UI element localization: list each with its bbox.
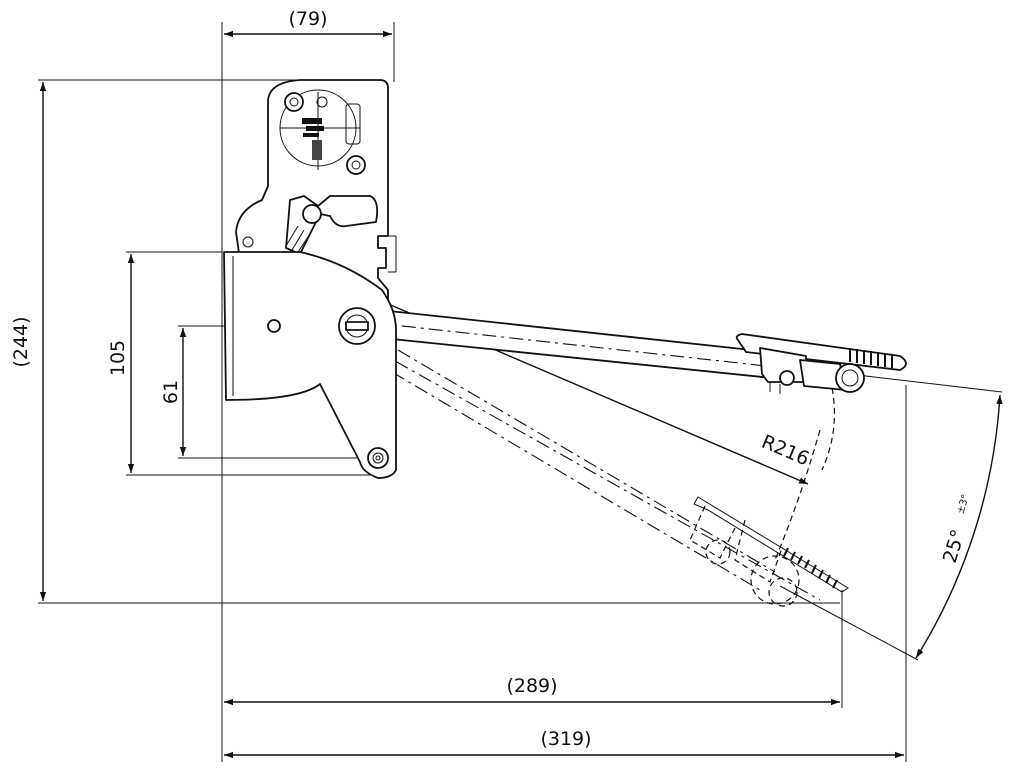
extension-lines — [38, 22, 907, 762]
label-plate — [302, 118, 324, 160]
dim-label-mount-height: 105 — [107, 340, 129, 376]
dim-label-top-width: (79) — [288, 8, 327, 30]
dim-label-overall-height: (244) — [10, 316, 32, 367]
dim-label-pivot-offset: 61 — [160, 380, 182, 404]
foot-pedal — [735, 333, 907, 394]
dim-label-overall-width: (319) — [540, 728, 591, 750]
mounting-bracket — [223, 79, 397, 479]
dim-label-angle-tolerance: ±3° — [955, 493, 971, 515]
dim-label-radius: R216 — [758, 431, 812, 471]
lowered-position-outline — [371, 347, 849, 607]
lowered-pedal-tread — [783, 547, 838, 589]
pedal-tread — [849, 348, 893, 368]
dimension-lines — [39, 30, 1003, 759]
dim-arc-angle — [915, 394, 1003, 659]
dim-label-pedal-reach: (289) — [506, 675, 557, 697]
